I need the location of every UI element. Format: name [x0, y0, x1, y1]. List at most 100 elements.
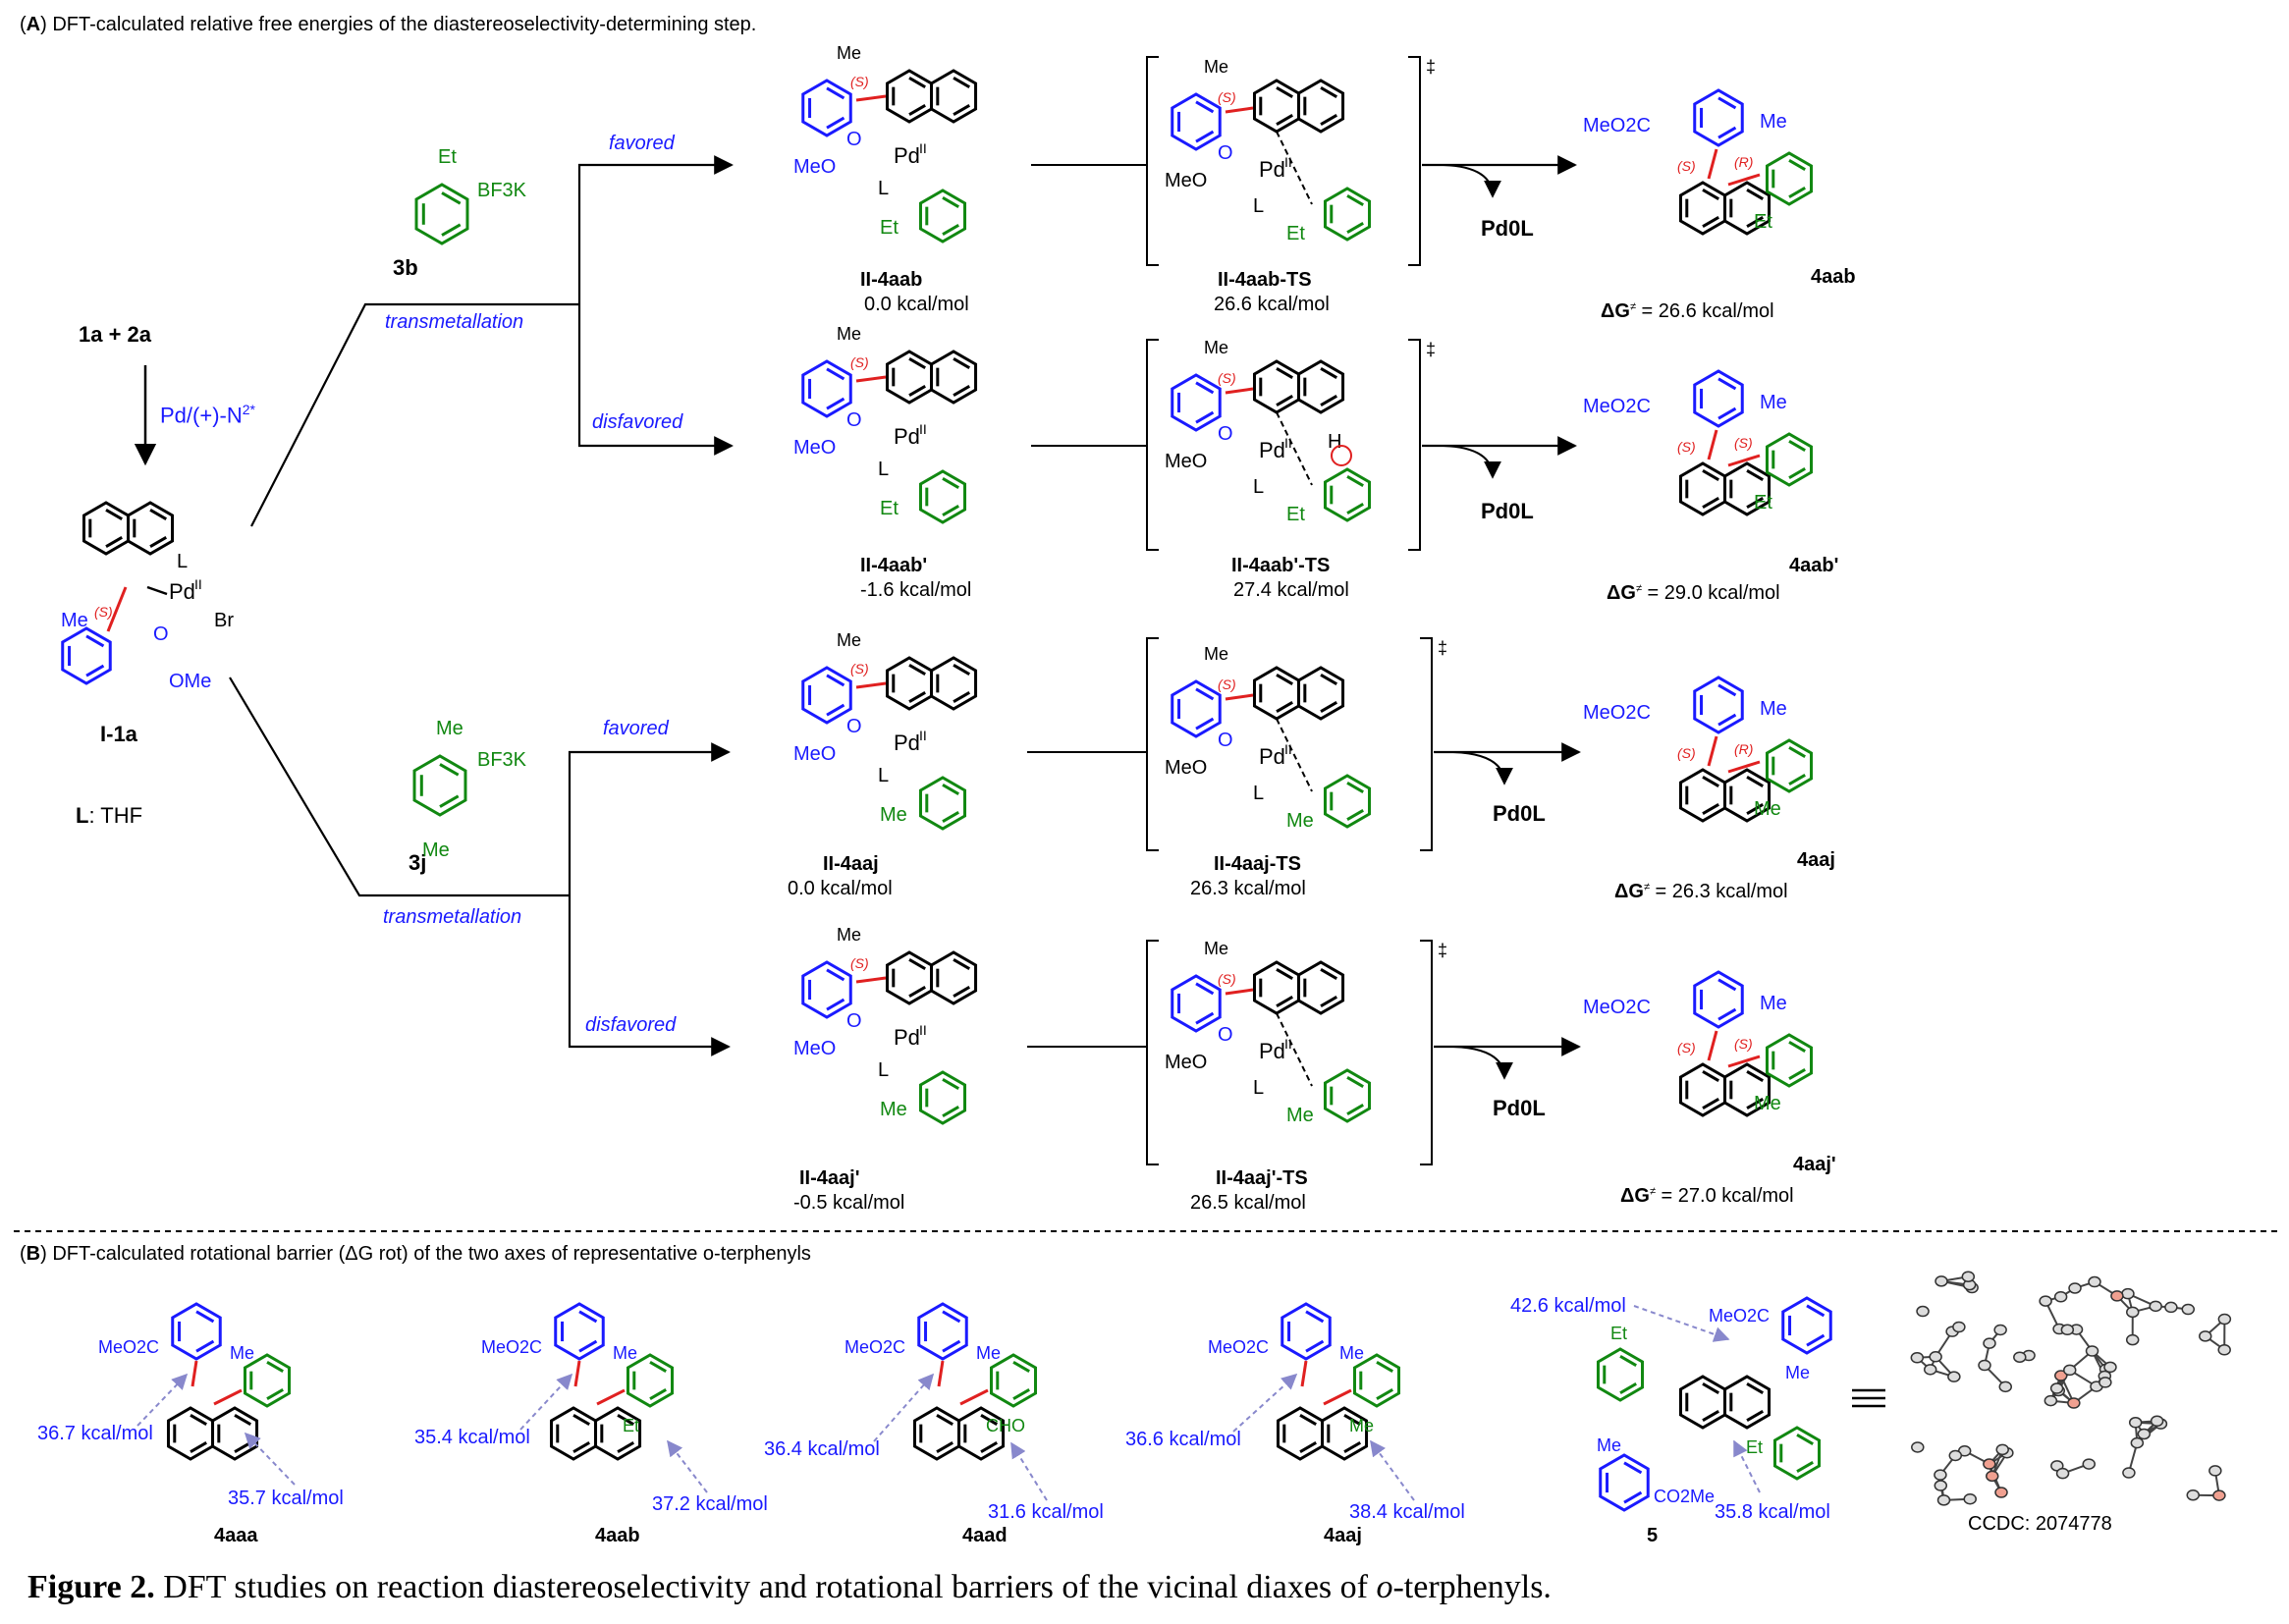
xray-atom	[2085, 1345, 2099, 1357]
xray-atom	[2098, 1377, 2112, 1388]
xray-atom	[2055, 1467, 2070, 1480]
b-compound-id-5: 5	[1647, 1525, 1659, 1546]
xray-atom	[2049, 1382, 2064, 1394]
xray-atom	[2181, 1303, 2196, 1316]
catalyst-label: Pd/(+)-N2*	[160, 403, 255, 426]
svg-text:(R): (R)	[1734, 741, 1753, 757]
xray-atom	[2088, 1275, 2101, 1288]
ts-energy-3: 26.3 kcal/mol	[1190, 878, 1306, 899]
ts-blue-ring	[1171, 679, 1222, 738]
equivalence-sign	[1852, 1388, 1885, 1408]
xray-atom	[1929, 1351, 1942, 1363]
xray-atom	[2063, 1364, 2077, 1377]
product-dg-1: ΔG≠ = 26.6 kcal/mol	[1601, 300, 1774, 322]
dg-label-3: ΔG	[1614, 881, 1644, 902]
caption-figure-label: Figure 2.	[27, 1569, 155, 1605]
xray-atom	[1961, 1271, 1976, 1282]
svg-text:(S): (S)	[1734, 1036, 1753, 1052]
naphthalene-ring-a	[885, 69, 934, 124]
svg-text:L: L	[878, 1059, 889, 1081]
ligand-definition: L: THF	[76, 805, 142, 827]
product-blue-ring	[1693, 676, 1744, 734]
svg-text:O: O	[846, 1010, 862, 1032]
xray-atom	[2068, 1282, 2082, 1294]
svg-text:O: O	[153, 623, 169, 645]
reagent-3b-ring	[414, 183, 469, 245]
svg-text:OMe: OMe	[169, 671, 211, 692]
ts-product-arrows	[1422, 155, 1581, 1080]
barrier-4aaj-right: 38.4 kcal/mol	[1349, 1501, 1465, 1523]
branch-favored-1	[577, 155, 734, 304]
svg-text:MeO: MeO	[1165, 170, 1207, 191]
naphthalene	[1678, 1375, 1771, 1430]
byproduct-1: Pd0L	[1481, 216, 1534, 241]
b-compound-id-2: 4aab	[595, 1525, 640, 1546]
naphthalene-ring-a	[1678, 1375, 1727, 1430]
transmetallation-label-bottom: transmetallation	[383, 906, 522, 928]
naphthalene-ring-a	[912, 1406, 961, 1461]
xray-atom	[2121, 1287, 2135, 1300]
int-energy-3: 0.0 kcal/mol	[788, 878, 893, 899]
ts-green-ring	[1323, 774, 1372, 829]
naphthalene-ring-a	[885, 350, 934, 405]
product-green-ring	[1765, 1033, 1814, 1088]
naphthalene	[166, 1406, 259, 1461]
c5-bottom-ring	[1599, 1453, 1650, 1512]
svg-text:L: L	[878, 765, 889, 786]
barrier-4aad-left: 36.4 kcal/mol	[764, 1438, 880, 1460]
naphthalene	[1276, 1406, 1369, 1461]
xray-atom	[1963, 1492, 1977, 1505]
ts-blue-ring	[1171, 974, 1222, 1033]
svg-text:MeO2C: MeO2C	[1583, 115, 1651, 136]
ts-id-1: II-4aab-TS	[1218, 269, 1312, 291]
panel-a-title: (A) DFT-calculated relative free energie…	[20, 14, 757, 35]
product-green-ring	[1765, 432, 1814, 487]
svg-text:Me: Me	[880, 1099, 907, 1120]
svg-text:‡: ‡	[1426, 340, 1436, 359]
barrier-4aaa-left: 36.7 kcal/mol	[37, 1423, 153, 1444]
xray-atom	[2067, 1397, 2081, 1409]
svg-text:MeO: MeO	[1165, 757, 1207, 779]
reagent-3j-id: 3j	[409, 850, 427, 875]
svg-text:(S): (S)	[1677, 1040, 1696, 1056]
svg-text:Pd: Pd	[894, 1025, 920, 1050]
barrier-arrow	[873, 1373, 935, 1442]
branch-upper	[250, 302, 579, 527]
ts-brackets	[1146, 56, 1433, 1165]
svg-text:(S): (S)	[94, 604, 113, 620]
xray-atom	[2149, 1300, 2162, 1313]
branch-disfavored-2	[568, 895, 731, 1056]
svg-text:Me: Me	[837, 324, 861, 344]
xray-atom	[1936, 1494, 1951, 1506]
xray-atom	[1935, 1275, 1948, 1287]
terphenyl-side-ring	[626, 1353, 675, 1408]
svg-text:BF3K: BF3K	[477, 749, 527, 771]
transmetallation-label-top: transmetallation	[385, 311, 524, 333]
reagent-3b-id: 3b	[393, 255, 418, 280]
c5-top-ring	[1781, 1296, 1832, 1355]
svg-text:MeO2C: MeO2C	[481, 1337, 542, 1357]
selectivity-label-1: favored	[609, 133, 675, 154]
svg-text:(S): (S)	[850, 74, 869, 89]
svg-text:L: L	[1253, 195, 1264, 217]
svg-text:O: O	[1218, 423, 1233, 445]
panel-a-letter: A	[26, 14, 41, 35]
svg-text:Me: Me	[1204, 939, 1228, 958]
naphthalene-ring-b	[930, 656, 978, 711]
naphthalene-ring-b	[1321, 1406, 1369, 1461]
naphthalene-ring-b	[1297, 359, 1345, 414]
int-blue-ring	[801, 79, 852, 137]
int-blue-ring	[801, 359, 852, 418]
xray-atom	[1911, 1441, 1925, 1453]
product-blue-ring	[1693, 970, 1744, 1029]
xray-atom	[2186, 1489, 2201, 1501]
int-energy-1: 0.0 kcal/mol	[864, 294, 969, 315]
svg-text:Me: Me	[1339, 1343, 1364, 1363]
